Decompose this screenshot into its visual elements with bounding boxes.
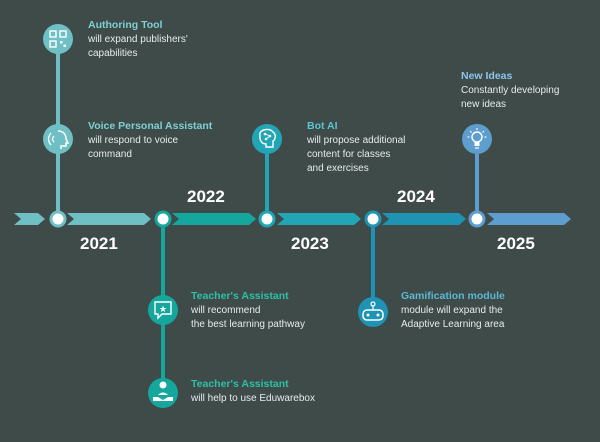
milestone-title: New Ideas <box>461 70 513 82</box>
milestone-title: Teacher's Assistant <box>191 290 289 302</box>
milestone-description: Constantly developing new ideas <box>461 84 560 111</box>
milestone-description: will expand publishers' capabilities <box>88 33 188 60</box>
milestone-title: Authoring Tool <box>88 19 163 31</box>
milestone-voice-assistant: Voice Personal Assistant will respond to… <box>88 119 212 162</box>
node-dot-2024 <box>364 210 382 228</box>
milestone-teachers-assistant-2: Teacher's Assistant will help to use Edu… <box>191 377 315 406</box>
helping-hand-icon <box>148 378 178 408</box>
svg-text:★: ★ <box>159 305 167 315</box>
node-dot-2025 <box>468 210 486 228</box>
milestone-description: module will expand the Adaptive Learning… <box>401 304 505 331</box>
milestone-bot-ai: Bot AI will propose additional content f… <box>307 119 405 176</box>
qr-code-icon <box>43 24 73 54</box>
timeline-segment-2022 <box>172 213 256 225</box>
timeline-segment-2023 <box>277 213 361 225</box>
timeline-segment-2024 <box>382 213 466 225</box>
timeline-segment-start <box>14 213 45 225</box>
milestone-gamification: Gamification module module will expand t… <box>401 289 505 332</box>
milestone-teachers-assistant-1: Teacher's Assistant will recommend the b… <box>191 289 305 332</box>
milestone-authoring-tool: Authoring Tool will expand publishers' c… <box>88 18 188 61</box>
year-2021: 2021 <box>80 234 118 253</box>
chat-star-icon: ★ <box>148 295 178 325</box>
node-dot-2023 <box>258 210 276 228</box>
voice-head-icon <box>43 124 73 154</box>
brain-network-icon <box>252 124 282 154</box>
milestone-title: Gamification module <box>401 290 505 302</box>
milestone-description: will propose additional content for clas… <box>307 134 406 175</box>
milestone-title: Bot AI <box>307 120 338 132</box>
year-2024: 2024 <box>397 187 435 206</box>
lightbulb-icon <box>462 124 492 154</box>
gamepad-icon <box>358 297 388 327</box>
node-dot-2021 <box>49 210 67 228</box>
year-2023: 2023 <box>291 234 329 253</box>
milestone-title: Teacher's Assistant <box>191 378 289 390</box>
milestone-title: Voice Personal Assistant <box>88 120 213 132</box>
milestone-new-ideas: New Ideas Constantly developing new idea… <box>461 69 559 112</box>
milestone-description: will help to use Eduwarebox <box>191 392 315 404</box>
year-2025: 2025 <box>497 234 535 253</box>
milestone-description: will recommend the best learning pathway <box>191 304 305 331</box>
node-dot-2022 <box>154 210 172 228</box>
milestone-description: will respond to voice command <box>88 134 179 161</box>
timeline-segment-2025 <box>487 213 571 225</box>
timeline-segment-2021 <box>67 213 151 225</box>
year-2022: 2022 <box>187 187 225 206</box>
